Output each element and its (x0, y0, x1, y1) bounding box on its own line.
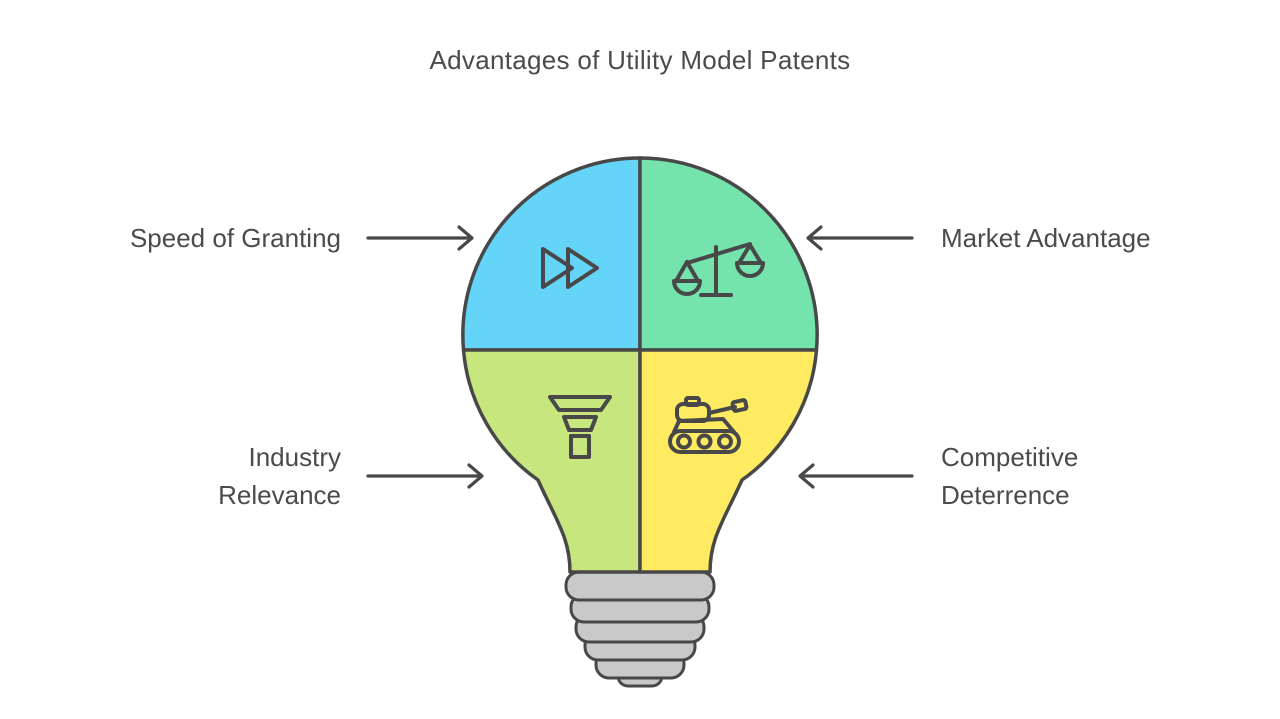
label-competitive-deterrence: Competitive Deterrence (941, 442, 1079, 510)
label-speed-of-granting: Speed of Granting (129, 223, 341, 253)
tank-icon (668, 396, 749, 454)
arrow-competitive-deterrence (798, 463, 914, 489)
quadrant-bottom-left (461, 348, 642, 574)
lightbulb-bulb (461, 156, 819, 688)
base-band-1 (564, 570, 716, 602)
label-industry-relevance: Industry Relevance (218, 442, 341, 510)
diagram-title: Advantages of Utility Model Patents (429, 45, 851, 75)
arrow-market-advantage (806, 225, 914, 251)
label-market-advantage: Market Advantage (941, 223, 1151, 253)
quadrant-top-right (638, 156, 819, 352)
funnel-icon (548, 395, 612, 459)
arrow-speed-of-granting (366, 225, 474, 251)
balance-scale-icon (672, 242, 765, 297)
quadrant-bottom-right (638, 348, 819, 574)
arrow-industry-relevance (366, 463, 484, 489)
bulb-screw-base (564, 570, 716, 688)
fast-forward-icon (541, 247, 599, 289)
